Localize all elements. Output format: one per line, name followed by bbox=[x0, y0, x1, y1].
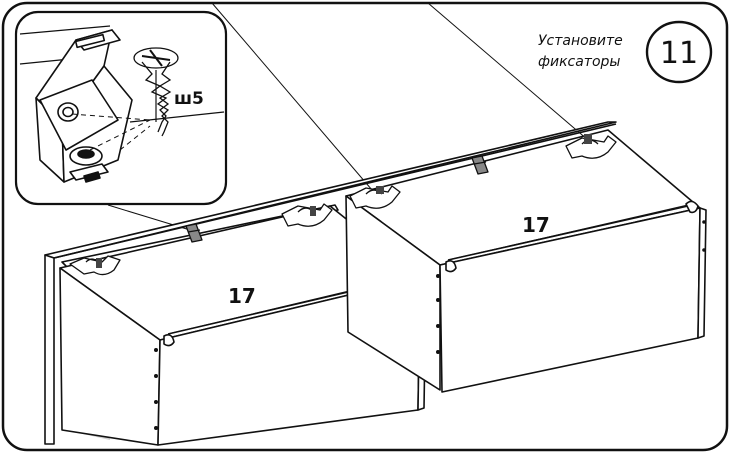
clip-right bbox=[471, 155, 489, 175]
instruction-line2: фиксаторы bbox=[538, 54, 620, 70]
detail-inset: ш5 bbox=[14, 10, 228, 206]
instruction-line1: Установите bbox=[538, 33, 623, 49]
wall-board bbox=[44, 121, 617, 445]
right-cabinet bbox=[345, 129, 707, 393]
right-cabinet-label: 17 bbox=[522, 213, 550, 237]
inset-dashes bbox=[71, 113, 151, 151]
clip-left bbox=[185, 223, 203, 243]
bracket-right-2 bbox=[565, 134, 617, 159]
bracket-left-1 bbox=[69, 255, 121, 276]
left-cabinet-label: 17 bbox=[228, 284, 256, 308]
fixator-brackets bbox=[69, 134, 617, 276]
bracket-left-2 bbox=[281, 203, 333, 227]
step-badge: 11 bbox=[645, 20, 713, 84]
screw-icon bbox=[133, 47, 179, 137]
step-number: 11 bbox=[660, 36, 698, 71]
bracket-right-1 bbox=[349, 185, 401, 209]
screw-size-label: ш5 bbox=[174, 89, 204, 109]
inset-bracket bbox=[35, 29, 133, 183]
